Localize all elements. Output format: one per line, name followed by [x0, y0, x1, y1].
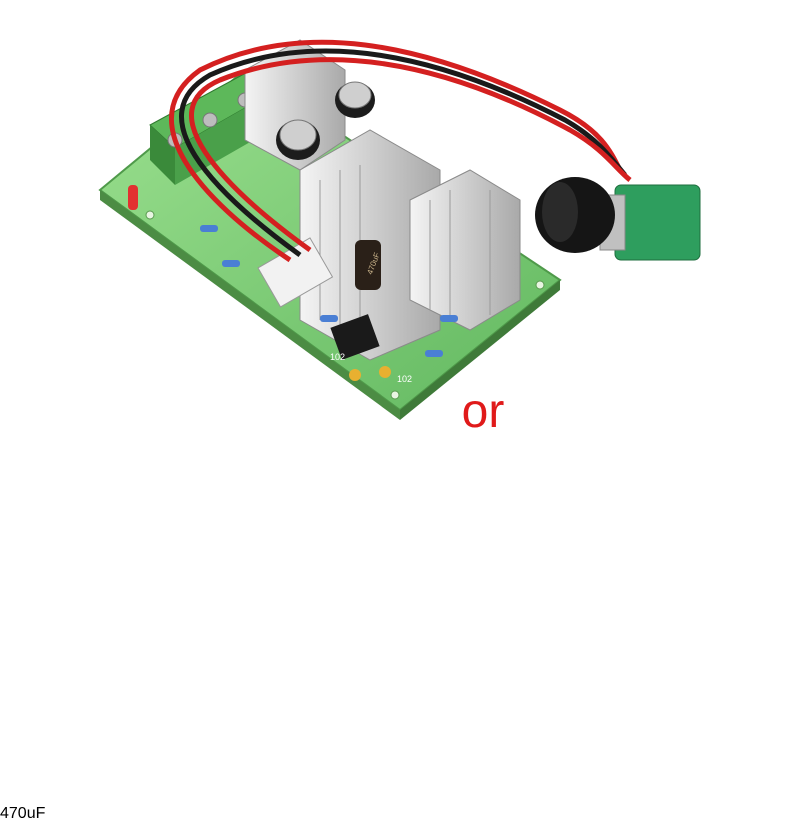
red-led [128, 185, 138, 210]
top-wire-harness [169, 39, 632, 263]
product-photo: 470uF 102 102 [0, 39, 701, 822]
bottom-pwm-controller: 470uF [0, 805, 45, 822]
bottom-pcb-board: 470uF [0, 805, 45, 822]
bottom-capacitor-marking: 470uF [0, 805, 46, 822]
separator-text: or [461, 385, 505, 438]
top-heatsink [244, 39, 521, 361]
top-silk-label-2: 102 [397, 374, 412, 384]
top-silk-label-1: 102 [330, 352, 345, 362]
top-pwm-controller: 470uF 102 102 [98, 39, 701, 420]
top-potentiometer [535, 177, 701, 261]
top-resistors [200, 225, 458, 357]
top-capacitors: 470uF [276, 81, 382, 290]
bottom-capacitors: 470uF [0, 805, 45, 822]
top-ic-chip [330, 314, 380, 360]
